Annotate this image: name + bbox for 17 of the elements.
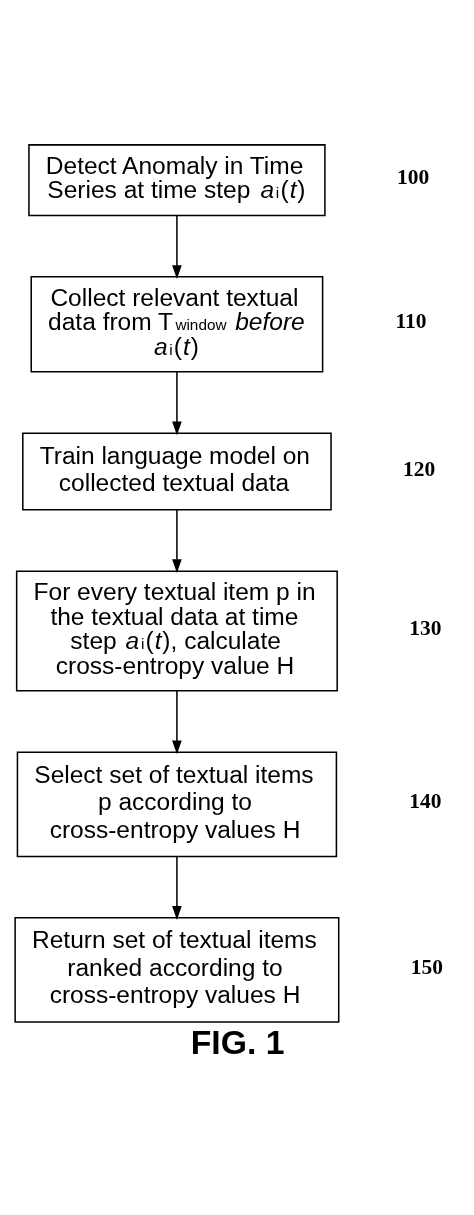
node-label: 150 bbox=[410, 954, 443, 979]
arrow bbox=[171, 214, 182, 279]
node-label: 100 bbox=[396, 164, 429, 189]
caption: FIG. 1 bbox=[190, 1022, 284, 1061]
arrow bbox=[171, 689, 182, 754]
node-box: Collect relevant textual data from Twindow before ai(t) bbox=[29, 275, 323, 373]
node-box: Train language model on collected textual data bbox=[21, 431, 332, 511]
node-box: Select set of textual items p according to cross-entropy values H bbox=[16, 750, 337, 857]
arrow bbox=[171, 508, 182, 573]
arrow bbox=[171, 370, 182, 435]
node-label: 140 bbox=[408, 788, 441, 813]
node-label: 120 bbox=[402, 456, 435, 481]
node-box: Return set of textual items ranked according to cross-entropy values H bbox=[13, 916, 339, 1023]
node-label: 130 bbox=[408, 615, 441, 640]
arrow bbox=[171, 855, 182, 920]
node-box: Detect Anomaly in Time Series at time step ai(t) bbox=[27, 143, 326, 216]
node-label: 110 bbox=[394, 308, 426, 333]
